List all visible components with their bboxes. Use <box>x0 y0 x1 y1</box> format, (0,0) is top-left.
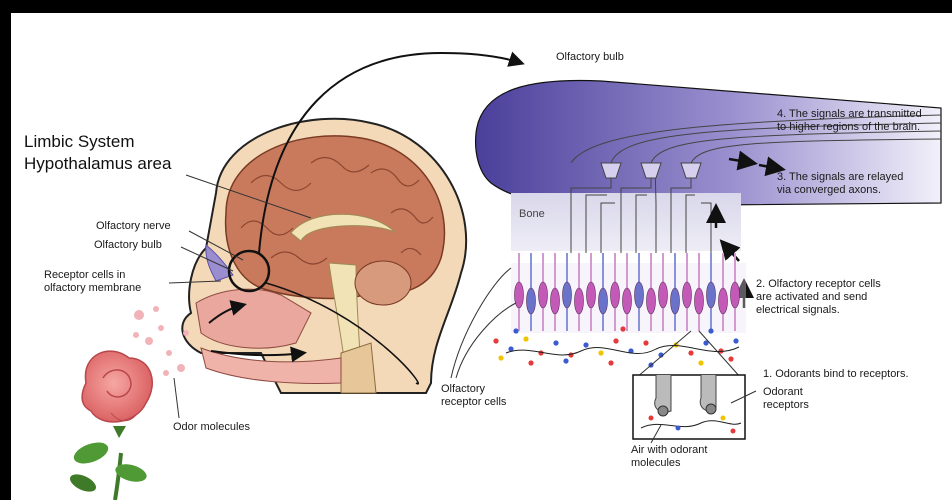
step-4: 4. The signals are transmitted to higher… <box>777 108 922 134</box>
receptor-cell-body <box>623 288 632 314</box>
odor-molecule-dot <box>523 336 528 341</box>
odor-molecule-dot <box>563 358 568 363</box>
receptor-cells-label: Receptor cells in olfactory membrane <box>44 269 141 295</box>
receptor-cell-body <box>659 282 668 308</box>
receptor-cell-body <box>731 282 740 308</box>
cerebellum <box>355 261 411 305</box>
receptor-cell-layer <box>511 253 746 333</box>
receptor-cell-body <box>551 288 560 314</box>
bone-layer <box>511 193 741 251</box>
receptor-cell-body <box>515 282 524 308</box>
limbic-hypothalamus-label: Limbic System Hypothalamus area <box>24 131 171 175</box>
receptor-cell-body <box>647 288 656 314</box>
diagram-canvas: Limbic System Hypothalamus area Olfactor… <box>11 13 952 500</box>
odor-molecule-dot <box>553 340 558 345</box>
olfactory-bulb-label-top: Olfactory bulb <box>556 51 624 64</box>
odor-molecule-dot <box>698 360 703 365</box>
receptor-cell-body <box>575 288 584 314</box>
glomeruli <box>601 163 701 178</box>
olfactory-nerve-label: Olfactory nerve <box>96 220 171 233</box>
odor-molecule-dot <box>708 328 713 333</box>
receptor-cell-body <box>611 282 620 308</box>
olfactory-bulb-label-left: Olfactory bulb <box>94 239 162 252</box>
receptor-cell-body <box>635 282 644 308</box>
odor-molecule-dot <box>598 350 603 355</box>
receptor-cell-body <box>695 288 704 314</box>
odor-molecule-dot <box>620 326 625 331</box>
receptor-cell-body <box>587 282 596 308</box>
diagram-drawing <box>11 13 952 500</box>
odor-molecule-dot <box>528 360 533 365</box>
odor-molecules-label: Odor molecules <box>173 421 250 434</box>
odor-molecule-dot <box>493 338 498 343</box>
bone-label: Bone <box>519 208 545 221</box>
receptor-cell-body <box>683 282 692 308</box>
head-cross-section <box>182 119 466 393</box>
odor-molecule-dot <box>583 342 588 347</box>
receptor-cell-body <box>707 282 716 308</box>
step-3: 3. The signals are relayed via converged… <box>777 171 903 197</box>
odor-molecule-dot <box>728 356 733 361</box>
odor-molecule-dot <box>733 338 738 343</box>
odor-molecule-dot <box>688 350 693 355</box>
odor-molecule-dot <box>643 340 648 345</box>
inset-box <box>633 375 745 439</box>
odorant-receptors-label: Odorant receptors <box>763 386 809 412</box>
rose-icon <box>67 351 152 500</box>
air-with-odorant-label: Air with odorant molecules <box>631 444 707 470</box>
olfactory-receptor-cells-label: Olfactory receptor cells <box>441 383 506 409</box>
step-1: 1. Odorants bind to receptors. <box>763 368 909 381</box>
odor-molecule-dot <box>608 360 613 365</box>
step-2: 2. Olfactory receptor cells are activate… <box>756 278 881 317</box>
receptor-cell-body <box>539 282 548 308</box>
receptor-cell-body <box>671 288 680 314</box>
receptor-cell-body <box>563 282 572 308</box>
odor-molecule-dot <box>513 328 518 333</box>
receptor-cell-body <box>527 288 536 314</box>
odor-molecule-dot <box>613 338 618 343</box>
receptor-cell-body <box>719 288 728 314</box>
odor-molecule-dot <box>498 355 503 360</box>
odor-leader <box>174 378 179 418</box>
receptor-cell-body <box>599 288 608 314</box>
